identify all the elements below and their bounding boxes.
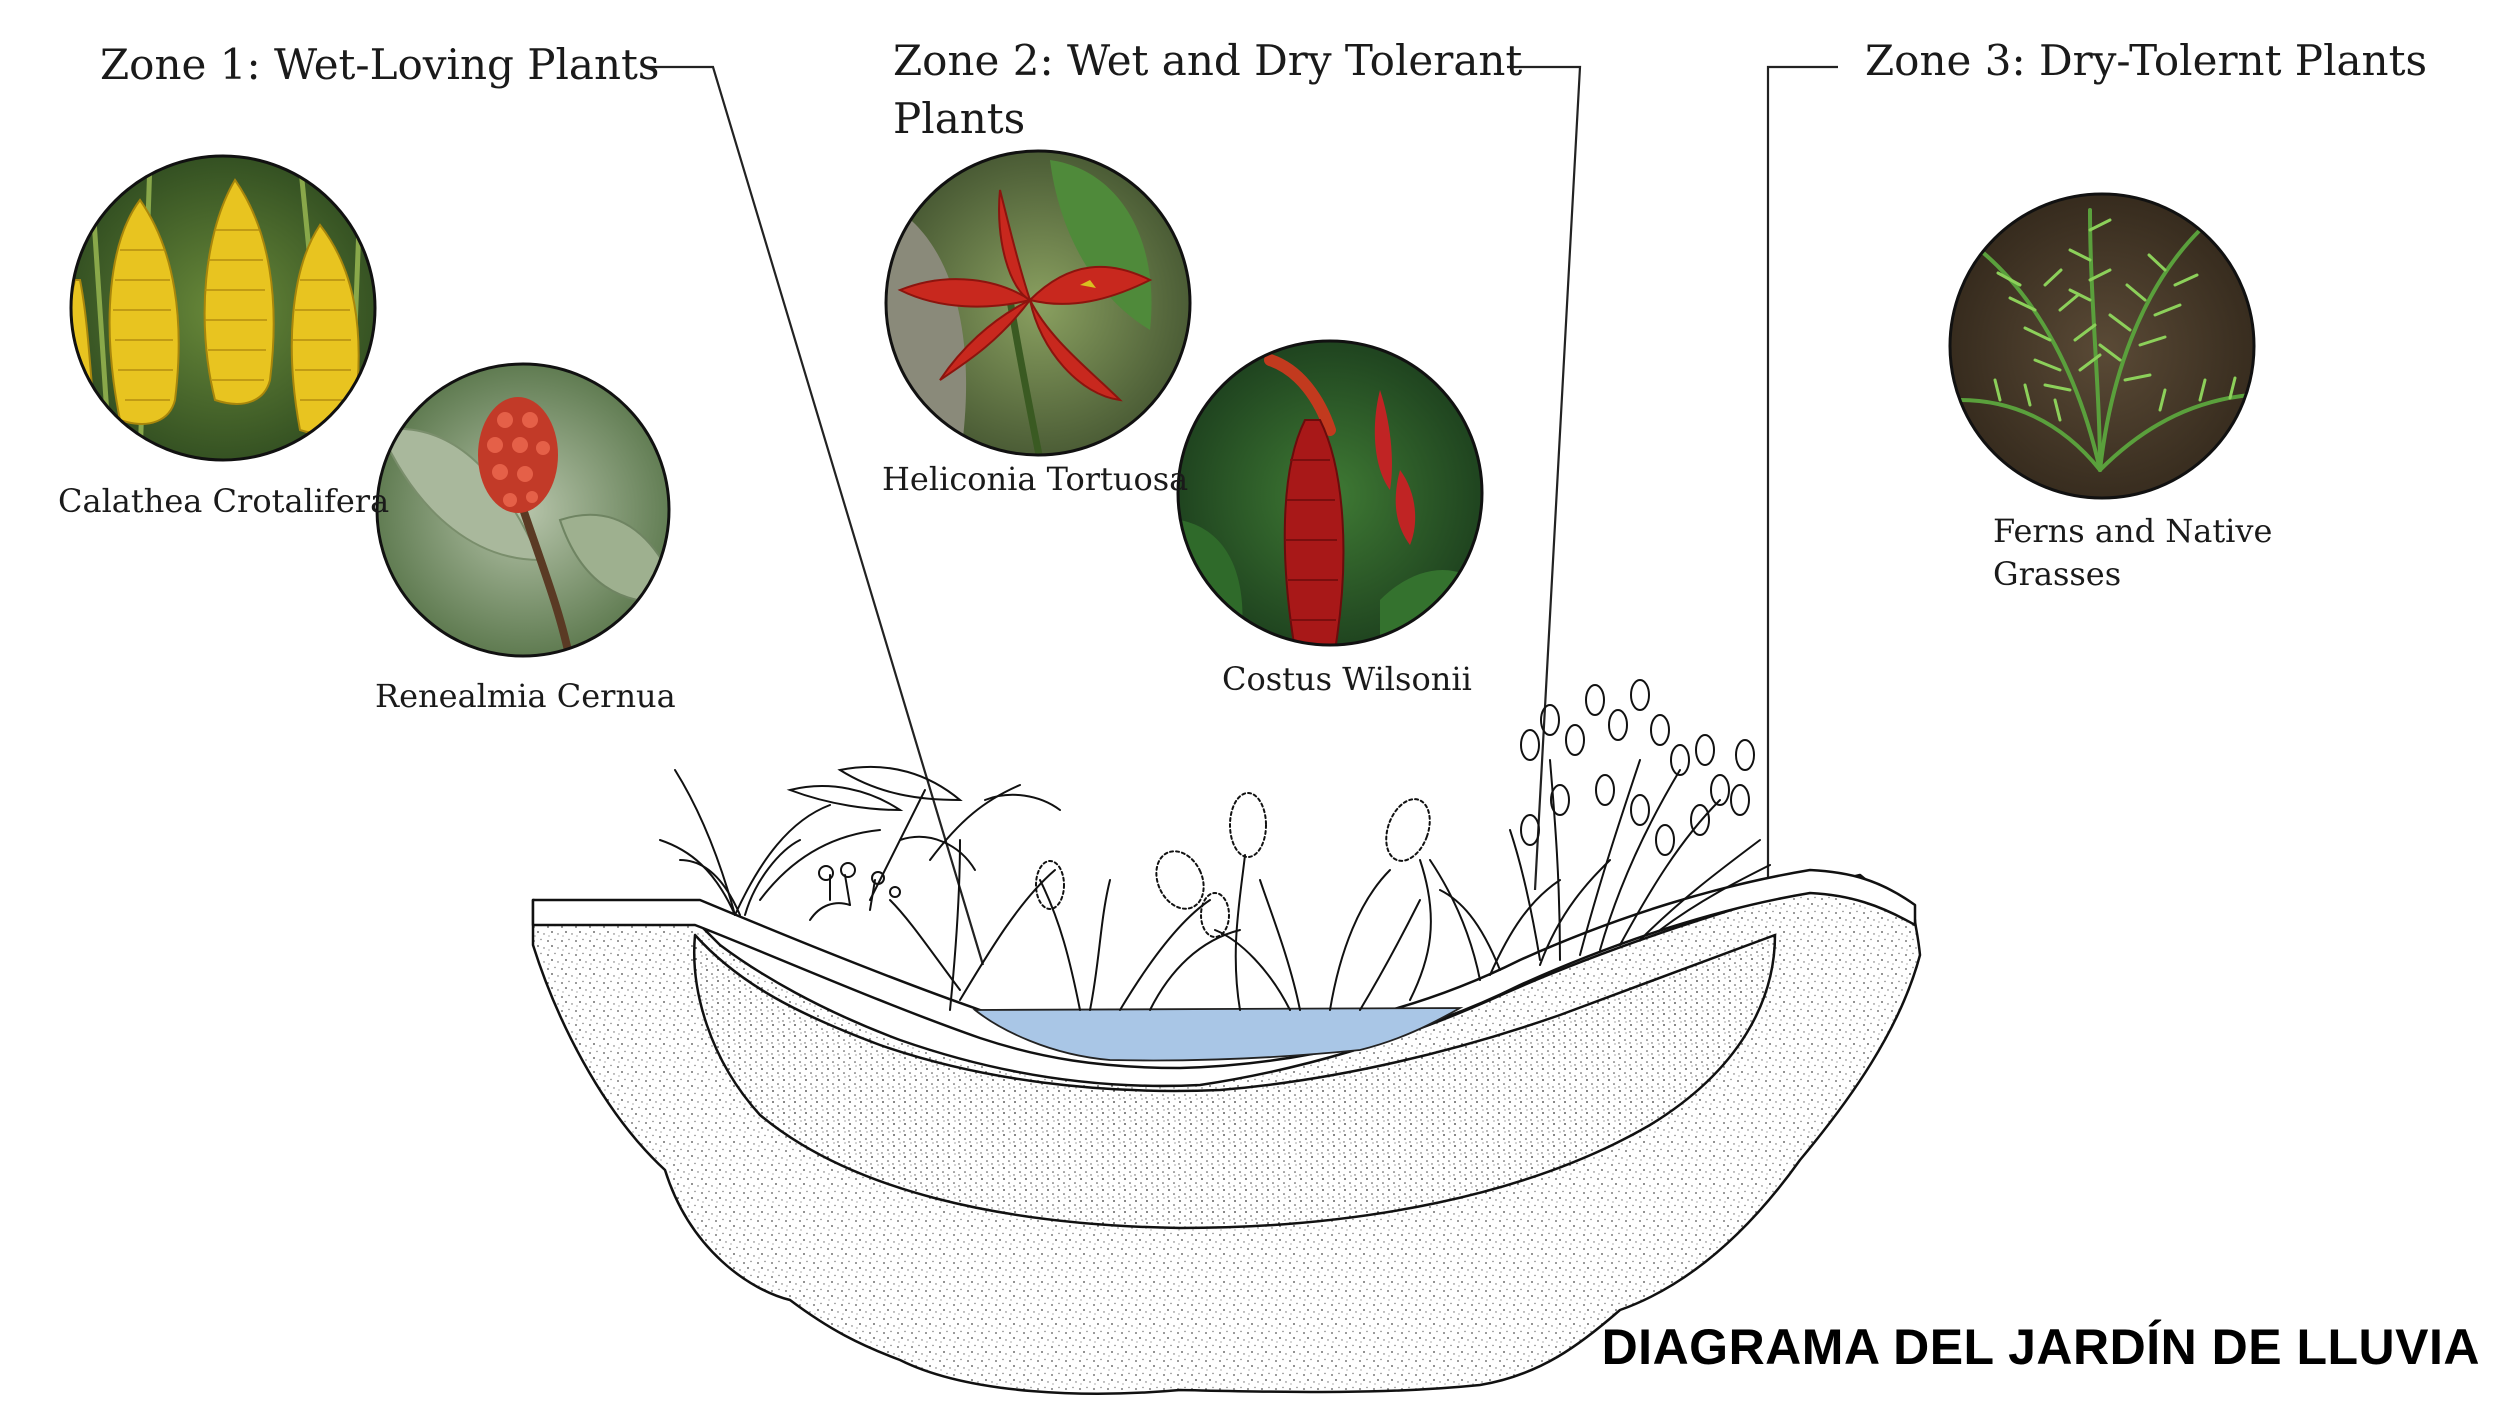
zone3-title: Zone 3: Dry-Tolernt Plants bbox=[1865, 32, 2427, 90]
fern-photo-icon bbox=[1948, 192, 2256, 500]
plant-caption-costus: Costus Wilsonii bbox=[1222, 658, 1472, 701]
plant-caption-heliconia: Heliconia Tortuosa bbox=[882, 458, 1188, 501]
center-plant-group bbox=[1035, 792, 1432, 1011]
zone-leader-lines bbox=[645, 65, 1838, 966]
zone2-title-line2: Plants bbox=[893, 93, 1026, 143]
left-plant-group bbox=[659, 765, 1061, 1011]
plant-caption-renealmia: Renealmia Cernua bbox=[375, 675, 676, 718]
yellow-flower-photo-icon bbox=[69, 154, 377, 462]
red-cone-flower-photo-icon bbox=[375, 362, 671, 658]
plant-caption-text: Costus Wilsonii bbox=[1222, 660, 1472, 698]
diagram-title: DIAGRAMA DEL JARDÍN DE LLUVIA bbox=[1601, 1319, 2480, 1375]
zone2-title: Zone 2: Wet and Dry Tolerant Plants bbox=[893, 32, 1522, 148]
plant-caption-ferns: Ferns and Native Grasses bbox=[1993, 510, 2272, 596]
zone2-leader-line bbox=[1507, 65, 1582, 891]
plant-caption-text: Heliconia Tortuosa bbox=[882, 460, 1189, 498]
plant-caption-calathea: Calathea Crotalifera bbox=[58, 480, 389, 523]
zone3-title-text: Zone 3: Dry-Tolernt Plants bbox=[1865, 36, 2428, 85]
plant-caption-text-line2: Grasses bbox=[1993, 555, 2122, 594]
plant-sketches bbox=[659, 679, 1771, 1011]
plant-caption-text: Renealmia Cernua bbox=[375, 677, 676, 715]
zone1-title: Zone 1: Wet-Loving Plants bbox=[100, 36, 659, 94]
red-bird-flower-photo-icon bbox=[884, 149, 1192, 457]
red-spike-flower-photo-icon bbox=[1176, 339, 1484, 647]
zone2-title-text: Zone 2: Wet and Dry Tolerant bbox=[893, 36, 1523, 85]
soil-cross-section bbox=[531, 868, 1922, 1395]
zone1-title-text: Zone 1: Wet-Loving Plants bbox=[100, 40, 660, 89]
zone3-leader-line bbox=[1766, 65, 1838, 885]
inner-soil-layer bbox=[693, 933, 1777, 1230]
plant-caption-text: Calathea Crotalifera bbox=[58, 482, 390, 520]
plant-caption-text: Ferns and Native bbox=[1993, 512, 2273, 550]
zone1-leader-line bbox=[645, 65, 985, 966]
ponded-water bbox=[972, 1007, 1464, 1062]
right-plant-group bbox=[1429, 679, 1771, 981]
